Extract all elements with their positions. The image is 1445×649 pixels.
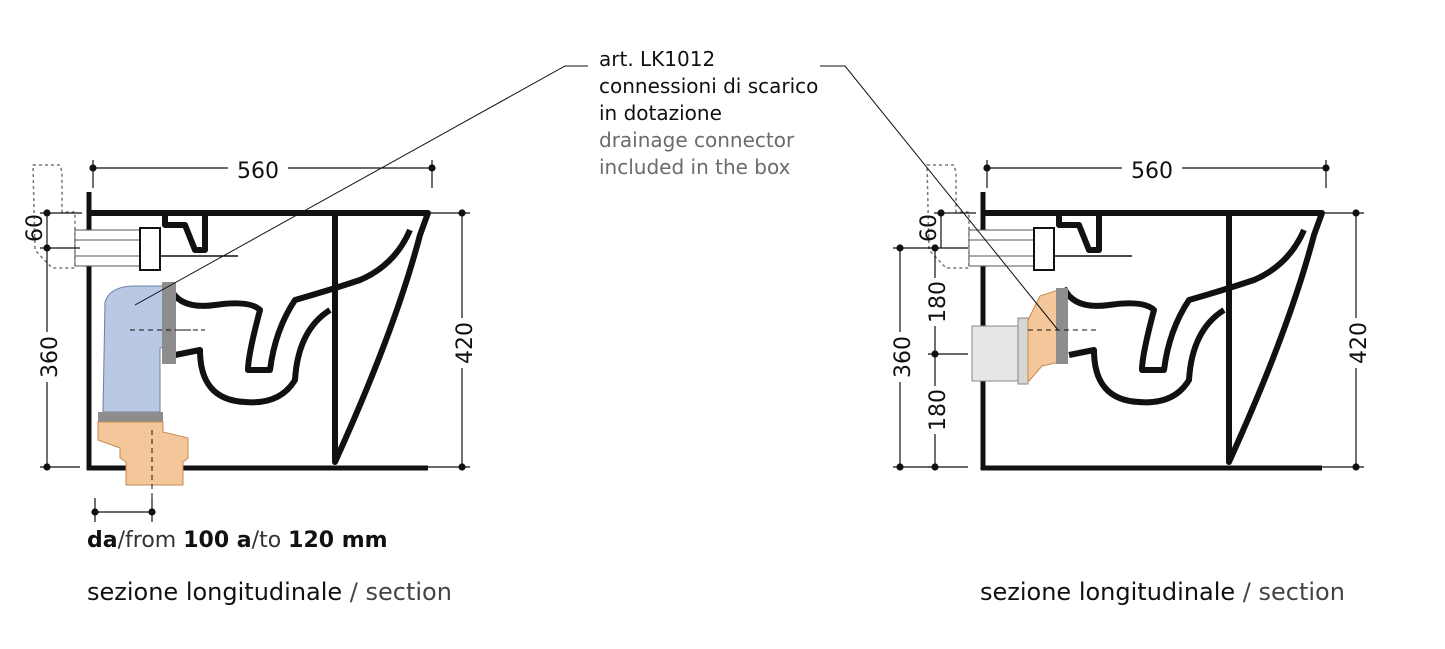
right-connector-flange: [1056, 288, 1068, 364]
right-grey-connector: [971, 325, 1021, 382]
right-dim-halves: [928, 244, 968, 471]
left-dim-outlet-label: 360: [38, 336, 63, 378]
left-section-view: 560 420 60 360: [23, 154, 478, 522]
outlet-range-label: da/from 100 a/to 120 mm: [87, 528, 388, 553]
right-dim-offset-label: 60: [917, 214, 942, 242]
left-caption-en: / section: [342, 578, 452, 606]
connector-callout: art. LK1012 connessioni di scarico in do…: [599, 46, 818, 181]
right-dim-offset: [934, 209, 976, 248]
callout-it-line2: in dotazione: [599, 101, 722, 125]
left-cistern-outline: [32, 164, 76, 269]
right-section-view: 560 420 60 180 1: [889, 154, 1372, 471]
left-dim-range: [91, 498, 156, 522]
left-dim-offset-label: 60: [23, 214, 48, 242]
right-dim-lower-label: 180: [926, 389, 951, 431]
left-caption-it: sezione longitudinale: [87, 578, 343, 606]
right-dim-height-label: 420: [1347, 322, 1372, 364]
left-dim-offset: [40, 209, 82, 248]
right-dim-upper-label: 180: [926, 281, 951, 323]
left-toilet-bowl: [89, 210, 431, 465]
left-connector-ring: [98, 412, 163, 422]
range-min: 100: [183, 528, 230, 553]
left-blue-connector: [102, 285, 176, 413]
range-from: /from: [117, 528, 184, 553]
right-grey-ring: [1017, 317, 1029, 385]
range-to: /to: [251, 528, 289, 553]
left-dim-height-label: 420: [453, 322, 478, 364]
right-orange-connector: [1027, 289, 1061, 384]
right-toilet-bowl: [983, 210, 1325, 465]
left-orange-connector: [97, 421, 189, 486]
callout-article: art. LK1012: [599, 47, 716, 71]
left-connector-flange: [162, 282, 176, 364]
right-caption-it: sezione longitudinale: [980, 578, 1236, 606]
range-da: da: [87, 528, 118, 553]
callout-en-line1: drainage connector: [599, 128, 795, 152]
left-dim-width-label: 560: [237, 159, 279, 184]
callout-it-line1: connessioni di scarico: [599, 74, 819, 98]
callout-en-line2: included in the box: [599, 155, 791, 179]
range-max: 120 mm: [288, 528, 388, 553]
right-caption: sezione longitudinale / section: [980, 578, 1345, 606]
left-inlet-pipe: [74, 227, 238, 271]
callout-leaders: [134, 65, 1059, 331]
right-dim-outlet-label: 360: [891, 336, 916, 378]
right-inlet-pipe: [968, 227, 1132, 271]
right-caption-en: / section: [1235, 578, 1345, 606]
right-dim-width-label: 560: [1131, 159, 1173, 184]
left-dim-height: [428, 209, 470, 471]
left-caption: sezione longitudinale / section: [87, 578, 452, 606]
range-a: a: [229, 528, 252, 553]
